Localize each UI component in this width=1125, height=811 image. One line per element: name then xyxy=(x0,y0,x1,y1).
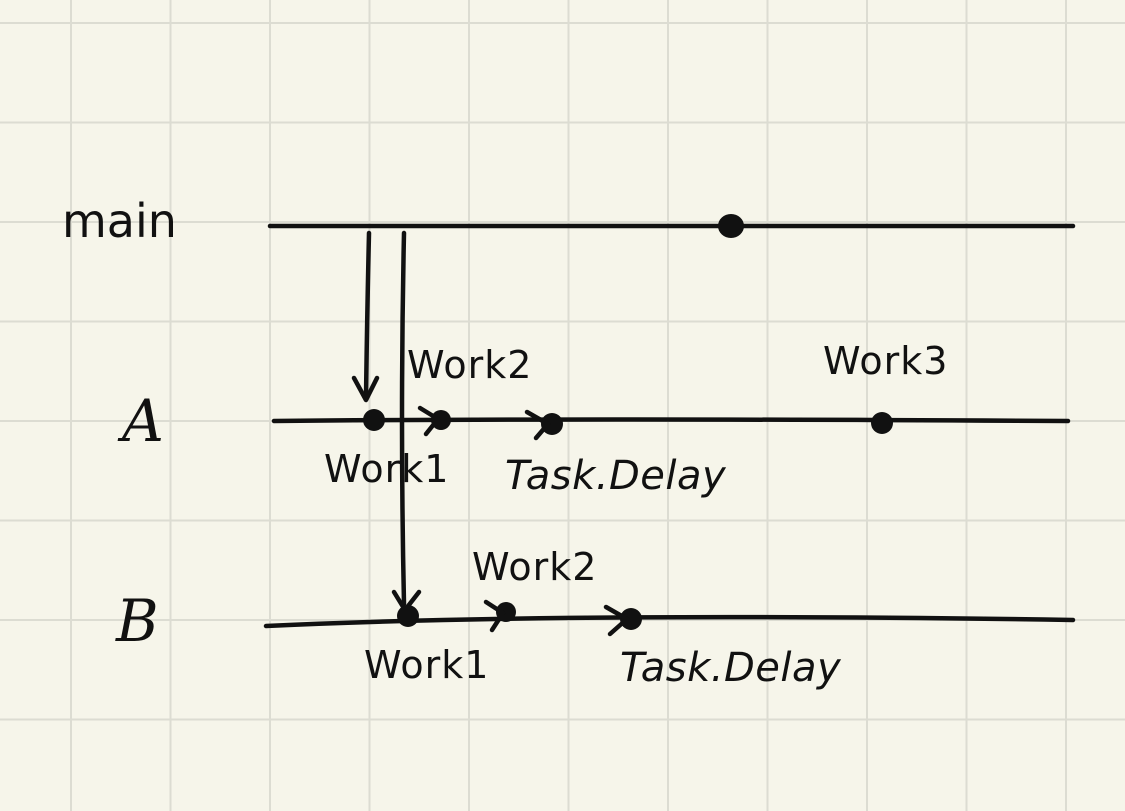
a-task-delay-point xyxy=(541,413,563,435)
lane-label-main: main xyxy=(62,194,177,248)
a-work1-label: Work1 xyxy=(324,447,450,491)
a-timeline xyxy=(271,417,1071,424)
a-work3-point xyxy=(871,412,893,434)
a-work2-label: Work2 xyxy=(407,343,533,387)
b-work1-label: Work1 xyxy=(364,643,490,687)
a-work3-label: Work3 xyxy=(823,339,949,383)
a-task-delay-label: Task.Delay xyxy=(505,453,727,499)
a-arrow-2 xyxy=(524,409,551,441)
lane-label-b: B xyxy=(116,587,159,655)
lane-label-a: A xyxy=(122,387,164,455)
arrow-main-to-a-head xyxy=(351,375,380,403)
arrow-main-to-a xyxy=(363,230,372,401)
b-work1-point xyxy=(397,605,419,627)
b-work2-label: Work2 xyxy=(472,545,598,589)
b-arrow-1 xyxy=(483,599,506,633)
b-task-delay-label: Task.Delay xyxy=(620,645,842,691)
b-timeline xyxy=(263,614,1076,629)
main-point xyxy=(718,214,744,238)
b-task-delay-point xyxy=(620,608,642,630)
b-arrow-2 xyxy=(603,604,630,637)
a-work1-point xyxy=(363,409,385,431)
a-arrow-1 xyxy=(417,405,441,437)
